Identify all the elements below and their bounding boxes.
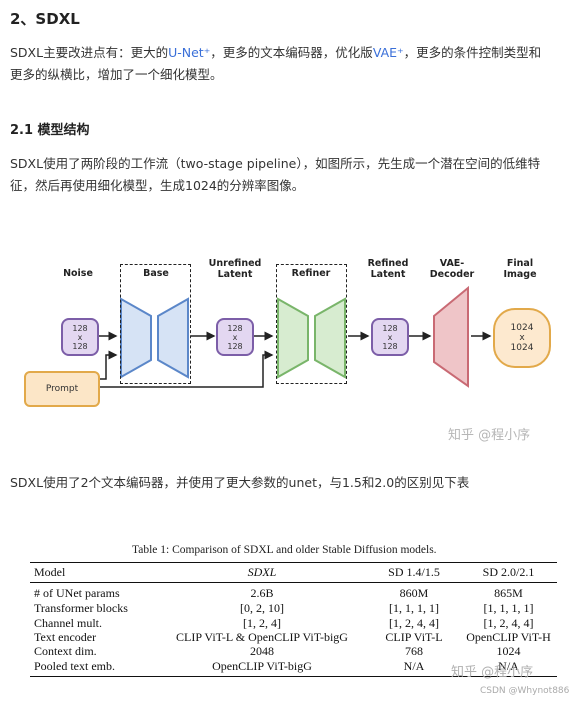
table-row: Context dim. 2048 768 1024 bbox=[30, 644, 557, 658]
dim-text: x bbox=[232, 332, 238, 342]
table-cell: 865M bbox=[494, 586, 523, 600]
subsection-title: 2.1 模型结构 bbox=[10, 123, 90, 138]
table-row: # of UNet params 2.6B 860M 865M bbox=[30, 586, 557, 600]
label-line: Refined bbox=[367, 258, 409, 269]
dim-text: x bbox=[387, 332, 393, 342]
table-row: Transformer blocks [0, 2, 10] [1, 1, 1, … bbox=[30, 601, 557, 615]
table-cell: 768 bbox=[405, 644, 423, 658]
csdn-watermark: CSDN @Whynot886 bbox=[480, 686, 570, 696]
table-cell: Pooled text emb. bbox=[34, 659, 115, 673]
section-heading: 2、SDXL bbox=[10, 10, 80, 28]
table-cell: [1, 2, 4, 4] bbox=[483, 616, 534, 630]
pipeline-paragraph: SDXL使用了两阶段的工作流（two-stage pipeline），如图所示，… bbox=[10, 153, 570, 197]
prompt-box: Prompt bbox=[24, 371, 100, 407]
table-bottom-rule bbox=[30, 676, 557, 678]
table-cell: CLIP ViT-L & OpenCLIP ViT-bigG bbox=[176, 630, 348, 644]
label-line: Unrefined bbox=[208, 258, 262, 269]
pipeline-connectors bbox=[97, 285, 492, 388]
label-line: VAE- bbox=[439, 258, 465, 269]
dim-text: 128 bbox=[382, 323, 398, 333]
zhihu-watermark: 知乎 @程小序 bbox=[451, 665, 534, 680]
table-cell: N/A bbox=[403, 659, 425, 673]
intro-text: ，更多的条件控制类型和 bbox=[403, 45, 542, 60]
table-cell: 2.6B bbox=[250, 586, 274, 600]
refined-latent-box: 128 x 128 bbox=[371, 318, 409, 356]
table-cell: 860M bbox=[399, 586, 429, 600]
table-cell: Text encoder bbox=[34, 630, 97, 644]
table-cell: OpenCLIP ViT-H bbox=[466, 630, 551, 644]
table-cell: [1, 2, 4] bbox=[243, 616, 281, 630]
dim-text: 128 bbox=[227, 341, 243, 351]
refiner-encoder-shape bbox=[277, 297, 309, 379]
refined-latent-label: Refined Latent bbox=[356, 258, 420, 280]
table-header-row: Model SDXL SD 1.4/1.5 SD 2.0/2.1 bbox=[30, 565, 557, 579]
pipeline-text: SDXL使用了两阶段的工作流（two-stage pipeline），如图所示，… bbox=[10, 156, 541, 171]
table-cell: CLIP ViT-L bbox=[385, 630, 443, 644]
dim-text: 128 bbox=[382, 341, 398, 351]
refiner-decoder-shape bbox=[314, 297, 346, 379]
dim-text: 128 bbox=[72, 323, 88, 333]
dim-text: x bbox=[519, 333, 525, 343]
dim-text: 128 bbox=[227, 323, 243, 333]
intro-paragraph: SDXL主要改进点有：更大的U-Net⁺，更多的文本编码器，优化版VAE⁺，更多… bbox=[10, 42, 570, 86]
label-line: Final bbox=[506, 258, 534, 269]
vae-decoder-shape bbox=[433, 285, 469, 388]
table-cell: # of UNet params bbox=[34, 586, 120, 600]
dim-text: 1024 bbox=[510, 343, 534, 353]
sdxl-pipeline-diagram: Noise Base Unrefined Latent Refiner Refi… bbox=[0, 238, 580, 458]
table-caption: Table 1: Comparison of SDXL and older St… bbox=[132, 544, 437, 556]
base-dashed-box bbox=[120, 264, 191, 384]
final-image-label: Final Image bbox=[488, 258, 552, 280]
intro-text: ，更多的文本编码器，优化版 bbox=[210, 45, 373, 60]
vae-link[interactable]: VAE⁺ bbox=[372, 45, 404, 60]
unrefined-latent-label: Unrefined Latent bbox=[200, 258, 270, 280]
dim-text: 1024 bbox=[510, 323, 534, 333]
header-cell: Model bbox=[34, 565, 66, 579]
dim-text: x bbox=[77, 332, 83, 342]
intro-text: 更多的纵横比，增加了一个细化模型。 bbox=[10, 67, 223, 82]
zhihu-watermark: 知乎 @程小序 bbox=[448, 428, 531, 443]
table-cell: Context dim. bbox=[34, 644, 97, 658]
unrefined-latent-box: 128 x 128 bbox=[216, 318, 254, 356]
table-cell: N/A bbox=[498, 659, 519, 673]
refiner-label: Refiner bbox=[291, 268, 331, 279]
table-row: Text encoder CLIP ViT-L & OpenCLIP ViT-b… bbox=[30, 630, 557, 644]
table-cell: 1024 bbox=[496, 644, 521, 658]
label-line: Latent bbox=[217, 269, 253, 280]
table-cell: [1, 1, 1, 1] bbox=[483, 601, 534, 615]
vae-decoder-label: VAE- Decoder bbox=[420, 258, 484, 280]
label-line: Decoder bbox=[429, 269, 475, 280]
unet-link[interactable]: U-Net⁺ bbox=[168, 45, 211, 60]
header-cell: SD 2.0/2.1 bbox=[482, 565, 535, 579]
encoder-paragraph: SDXL使用了2个文本编码器，并使用了更大参数的unet，与1.5和2.0的区别… bbox=[10, 475, 470, 490]
table-cell: [1, 1, 1, 1] bbox=[389, 601, 439, 615]
table-cell: Channel mult. bbox=[34, 616, 102, 630]
refiner-dashed-box bbox=[276, 264, 347, 384]
table-cell: Transformer blocks bbox=[34, 601, 128, 615]
dim-text: 128 bbox=[72, 341, 88, 351]
header-cell: SD 1.4/1.5 bbox=[388, 565, 440, 579]
base-decoder-shape bbox=[157, 297, 189, 379]
header-cell: SDXL bbox=[247, 565, 277, 579]
base-label: Base bbox=[143, 268, 169, 279]
noise-latent-box: 128 x 128 bbox=[61, 318, 99, 356]
base-encoder-shape bbox=[120, 297, 152, 379]
table-cell: [0, 2, 10] bbox=[240, 601, 284, 615]
final-image-box: 1024 x 1024 bbox=[493, 308, 551, 368]
label-line: Image bbox=[503, 269, 537, 280]
table-row: Channel mult. [1, 2, 4] [1, 2, 4, 4] [1,… bbox=[30, 616, 557, 630]
label-line: Latent bbox=[370, 269, 406, 280]
noise-label: Noise bbox=[63, 268, 93, 279]
table-cell: OpenCLIP ViT-bigG bbox=[212, 659, 312, 673]
table-top-rule bbox=[30, 562, 557, 564]
table-row: Pooled text emb. OpenCLIP ViT-bigG N/A N… bbox=[30, 659, 557, 673]
table-cell: 2048 bbox=[250, 644, 274, 658]
table-cell: [1, 2, 4, 4] bbox=[389, 616, 439, 630]
table-mid-rule bbox=[30, 582, 557, 583]
pipeline-text: 征，然后再使用细化模型，生成1024的分辨率图像。 bbox=[10, 178, 305, 193]
intro-text: SDXL主要改进点有：更大的 bbox=[10, 45, 169, 60]
